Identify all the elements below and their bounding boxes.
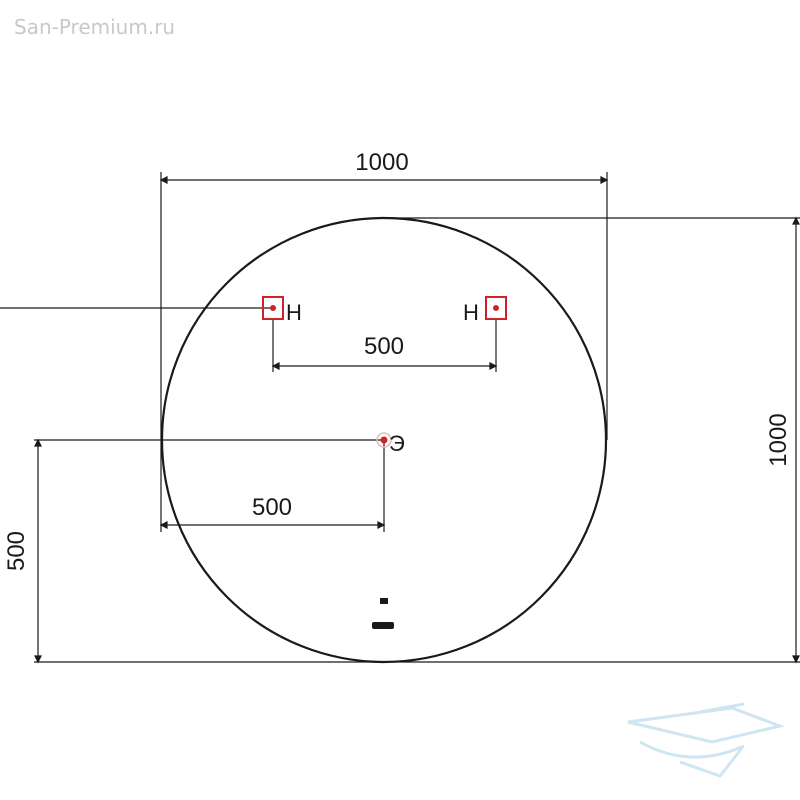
bathtub-logo-icon [627, 702, 786, 778]
width-label: 1000 [355, 149, 408, 176]
width-dimension [159, 172, 609, 532]
outlet-marker [376, 432, 392, 448]
height-label: 1000 [765, 413, 792, 466]
outlet-label: Э [389, 431, 405, 456]
outlet-height-dimension [34, 438, 384, 664]
hook-spacing-dimension [271, 318, 498, 372]
hook-right-label: Н [463, 300, 479, 325]
hook-left-marker [262, 296, 284, 320]
outlet-height-label: 500 [3, 531, 30, 571]
hook-left-label: Н [286, 300, 302, 325]
hook-spacing-label: 500 [364, 333, 404, 360]
touch-sensor-icon [372, 598, 394, 629]
hook-right-marker [485, 296, 507, 320]
height-dimension [384, 216, 800, 664]
outlet-offset-dimension [159, 440, 386, 532]
outlet-offset-label: 500 [252, 494, 292, 521]
watermark-text: San-Premium.ru [14, 15, 175, 39]
